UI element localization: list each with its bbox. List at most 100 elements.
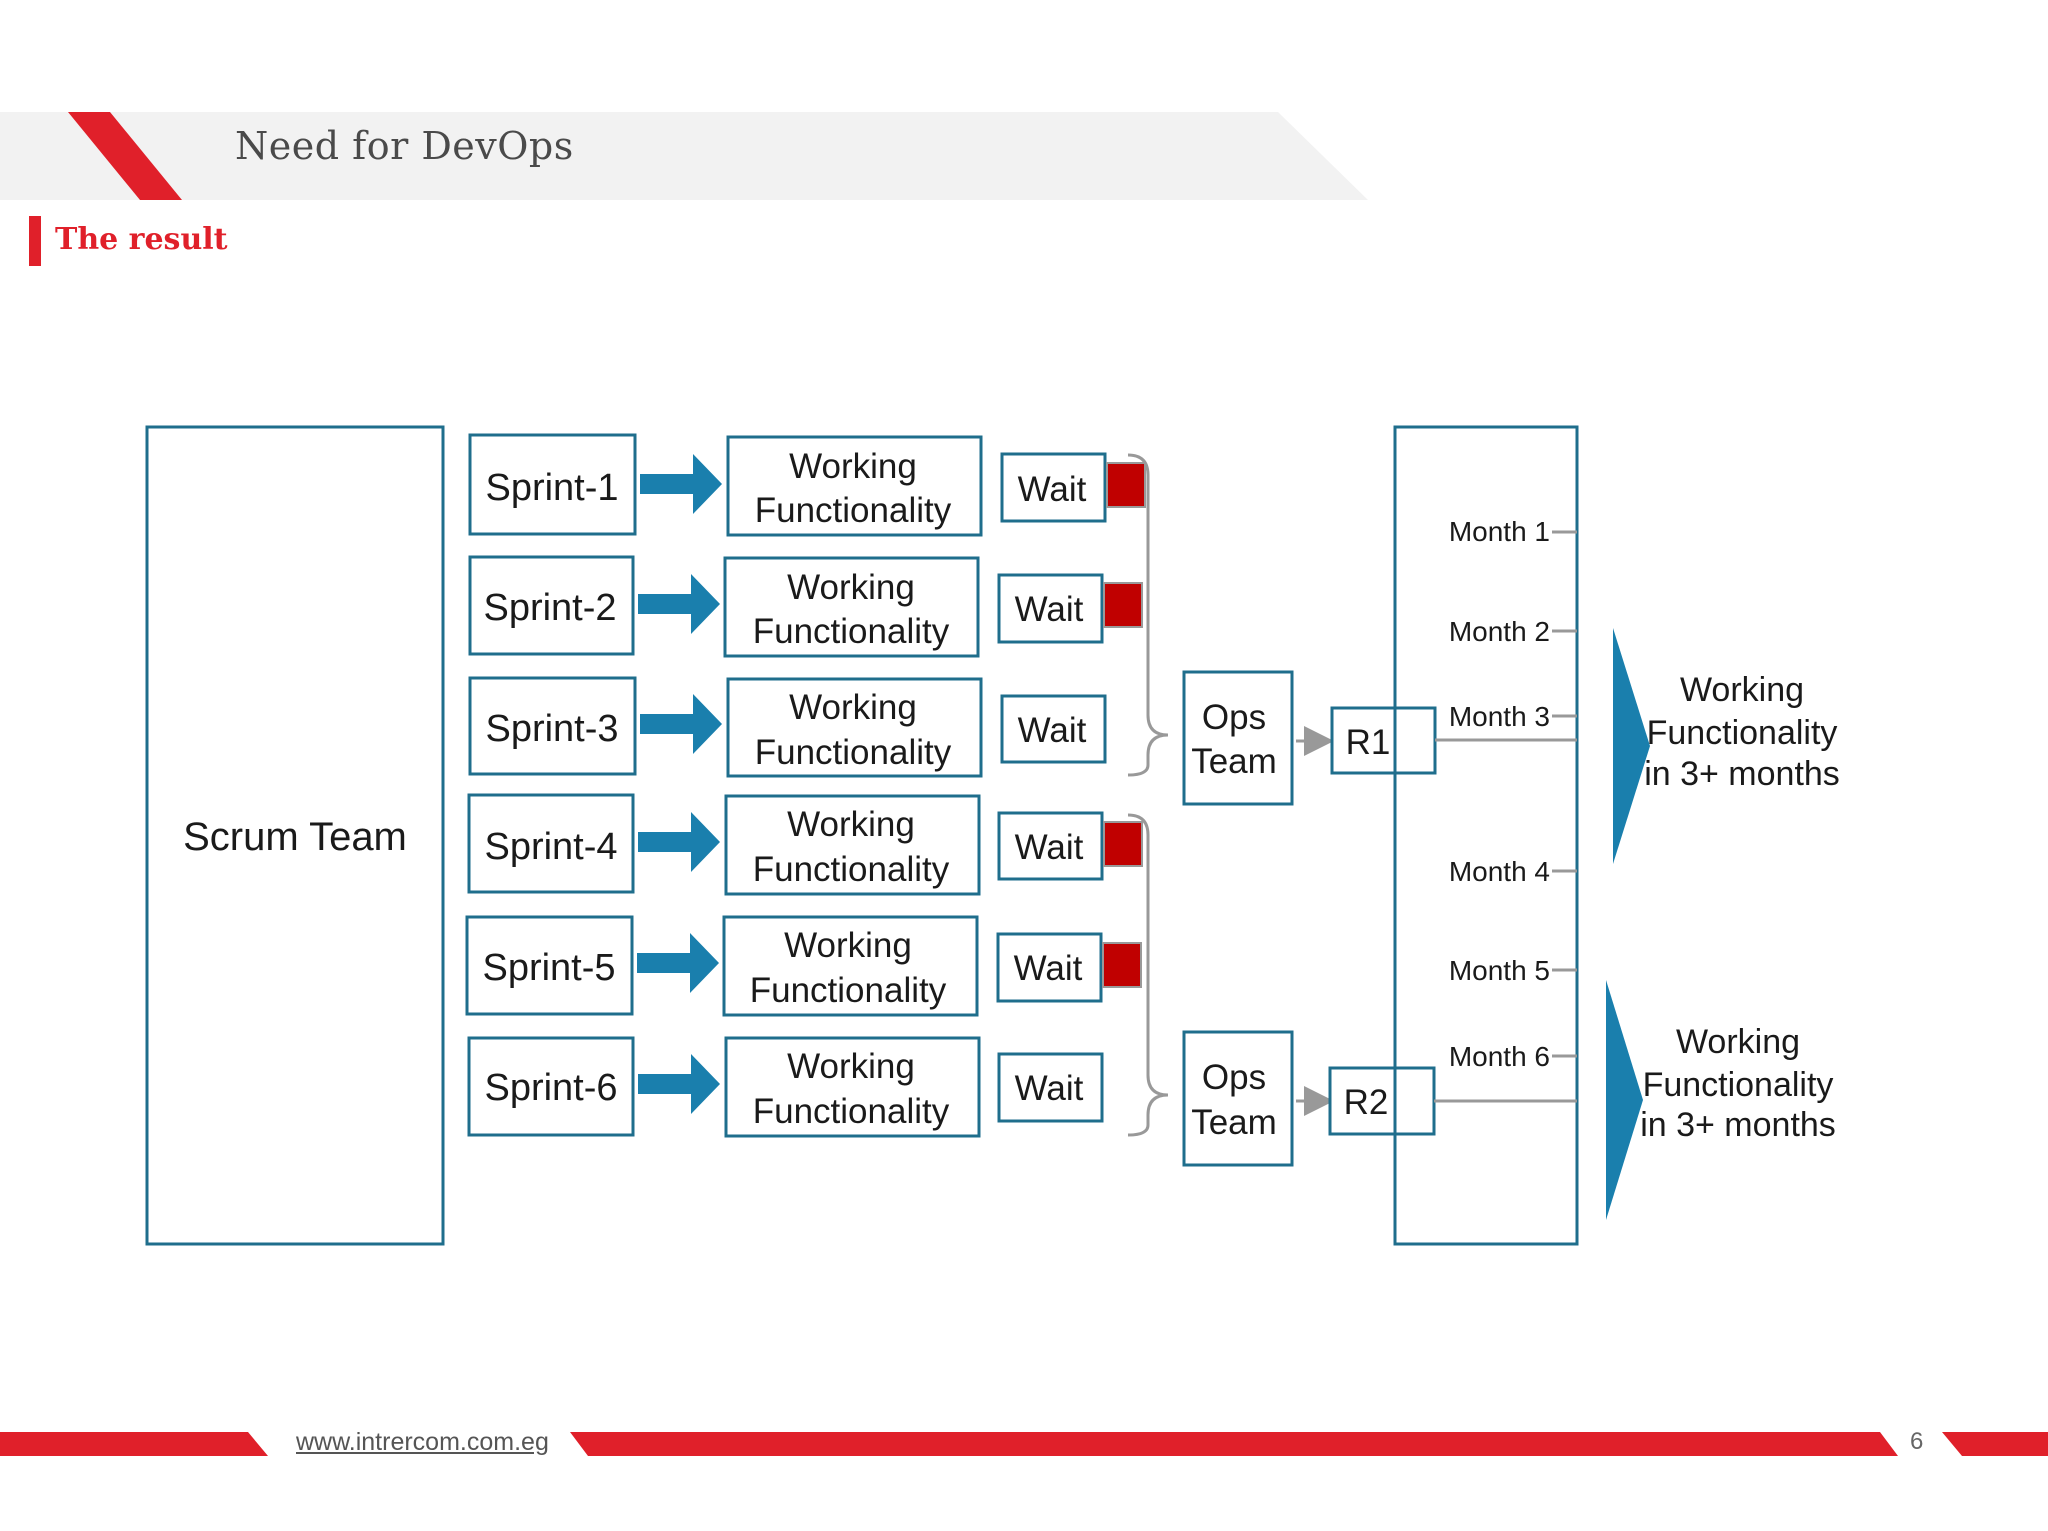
- sprint-label: Sprint-5: [482, 947, 615, 989]
- output-label-line2: Functionality: [753, 1092, 950, 1131]
- release-label: R1: [1346, 723, 1391, 762]
- result-label-line2: Functionality: [1647, 714, 1838, 752]
- waiting-marker: [1102, 942, 1142, 988]
- month-tick: Month 5: [1449, 955, 1577, 986]
- output-box: [724, 1036, 981, 1138]
- title-banner: [0, 112, 1368, 200]
- wait-label: Wait: [1015, 828, 1084, 867]
- wait-label: Wait: [1018, 711, 1087, 750]
- wait-box: [1000, 452, 1107, 523]
- ops-team-label-line2: Team: [1191, 1103, 1277, 1142]
- output-box: [726, 677, 983, 778]
- wait-box: [1000, 694, 1107, 764]
- month-tick: Month 3: [1449, 701, 1577, 732]
- scrum-team-label: Scrum Team: [183, 815, 407, 859]
- output-box: [724, 794, 981, 896]
- output-label-line1: Working: [784, 926, 912, 965]
- page-number: 6: [1910, 1428, 1924, 1455]
- month-label: Month 5: [1449, 955, 1550, 986]
- sprint-row: Sprint-4 Working Functionality Wait: [467, 793, 1143, 896]
- month-tick: Month 6: [1449, 1041, 1577, 1072]
- result-label-line3: in 3+ months: [1640, 1106, 1836, 1144]
- output-label-line1: Working: [787, 1047, 915, 1086]
- month-label: Month 2: [1449, 616, 1550, 647]
- sprint-label: Sprint-2: [483, 587, 616, 629]
- output-box: [723, 556, 980, 658]
- output-box: [726, 435, 983, 537]
- output-box: [722, 915, 979, 1017]
- month-label: Month 4: [1449, 856, 1550, 887]
- output-label-line1: Working: [787, 805, 915, 844]
- output-label-line2: Functionality: [753, 850, 950, 889]
- output-label-line2: Functionality: [753, 612, 950, 651]
- footer-band-middle: [570, 1432, 1898, 1456]
- output-label-line2: Functionality: [750, 971, 947, 1010]
- waiting-marker: [1103, 821, 1143, 867]
- sprint-box: [468, 676, 637, 776]
- right-arrow-icon: [638, 812, 720, 872]
- ops-team-label-line2: Team: [1191, 742, 1277, 781]
- result-chevron-icon: [1606, 980, 1643, 1220]
- output-label-line2: Functionality: [755, 491, 952, 530]
- section-label: The result: [55, 222, 228, 257]
- result-chevron-icon: [1613, 628, 1650, 864]
- timeline-box: [1393, 425, 1579, 1246]
- footer-band-left: [0, 1432, 268, 1456]
- sprint-row: Sprint-6 Working Functionality Wait: [467, 1036, 1104, 1138]
- month-label: Month 6: [1449, 1041, 1550, 1072]
- wait-label: Wait: [1015, 1069, 1084, 1108]
- sprint-row: Sprint-1 Working Functionality Wait: [468, 433, 1146, 537]
- sprint-box: [468, 555, 635, 656]
- sprint-box: [467, 793, 635, 894]
- sprint-row: Sprint-3 Working Functionality Wait: [468, 676, 1107, 778]
- result-label-line3: in 3+ months: [1644, 755, 1840, 793]
- wait-box: [997, 573, 1104, 644]
- month-label: Month 3: [1449, 701, 1550, 732]
- bracket-top: [1127, 453, 1169, 777]
- output-label-line1: Working: [789, 688, 917, 727]
- wait-label: Wait: [1015, 590, 1084, 629]
- output-label-line2: Functionality: [755, 733, 952, 772]
- month-label: Month 1: [1449, 516, 1550, 547]
- wait-box: [996, 932, 1103, 1003]
- release-label: R2: [1344, 1083, 1389, 1122]
- sprint-label: Sprint-6: [484, 1067, 617, 1109]
- month-tick: Month 2: [1449, 616, 1577, 647]
- right-arrow-icon: [638, 574, 720, 634]
- ops-team-label-line1: Ops: [1202, 698, 1266, 737]
- section-marker: [29, 216, 41, 266]
- slide-title: Need for DevOps: [235, 124, 574, 168]
- bracket-bottom: [1127, 813, 1169, 1137]
- month-tick: Month 4: [1449, 856, 1577, 887]
- right-arrow-icon: [638, 1054, 720, 1114]
- right-arrow-icon: [640, 454, 722, 514]
- sprint-label: Sprint-3: [485, 708, 618, 750]
- title-accent-slash: [68, 112, 182, 200]
- wait-label: Wait: [1014, 949, 1083, 988]
- wait-box: [997, 811, 1104, 881]
- month-tick: Month 1: [1449, 516, 1577, 547]
- output-label-line1: Working: [789, 447, 917, 486]
- ops-team-box: [1182, 1030, 1294, 1167]
- sprint-row: Sprint-5 Working Functionality Wait: [465, 915, 1142, 1017]
- waiting-marker: [1103, 582, 1143, 628]
- scrum-team-box: [145, 425, 445, 1246]
- footer-band-right: [1942, 1432, 2048, 1456]
- result-label-line2: Functionality: [1643, 1066, 1834, 1104]
- ops-team-label-line1: Ops: [1202, 1058, 1266, 1097]
- sprint-box: [467, 1036, 635, 1137]
- waiting-marker: [1106, 462, 1146, 508]
- sprint-box: [468, 433, 637, 536]
- sprint-box: [465, 915, 634, 1016]
- footer-website-link[interactable]: www.intrercom.com.eg: [296, 1428, 549, 1456]
- right-arrow-icon: [637, 933, 719, 993]
- wait-box: [997, 1052, 1104, 1123]
- output-label-line1: Working: [787, 568, 915, 607]
- result-label-line1: Working: [1680, 671, 1804, 709]
- sprint-row: Sprint-2 Working Functionality Wait: [468, 555, 1143, 658]
- ops-team-box: [1182, 670, 1294, 806]
- result-label-line1: Working: [1676, 1023, 1800, 1061]
- right-arrow-icon: [640, 694, 722, 754]
